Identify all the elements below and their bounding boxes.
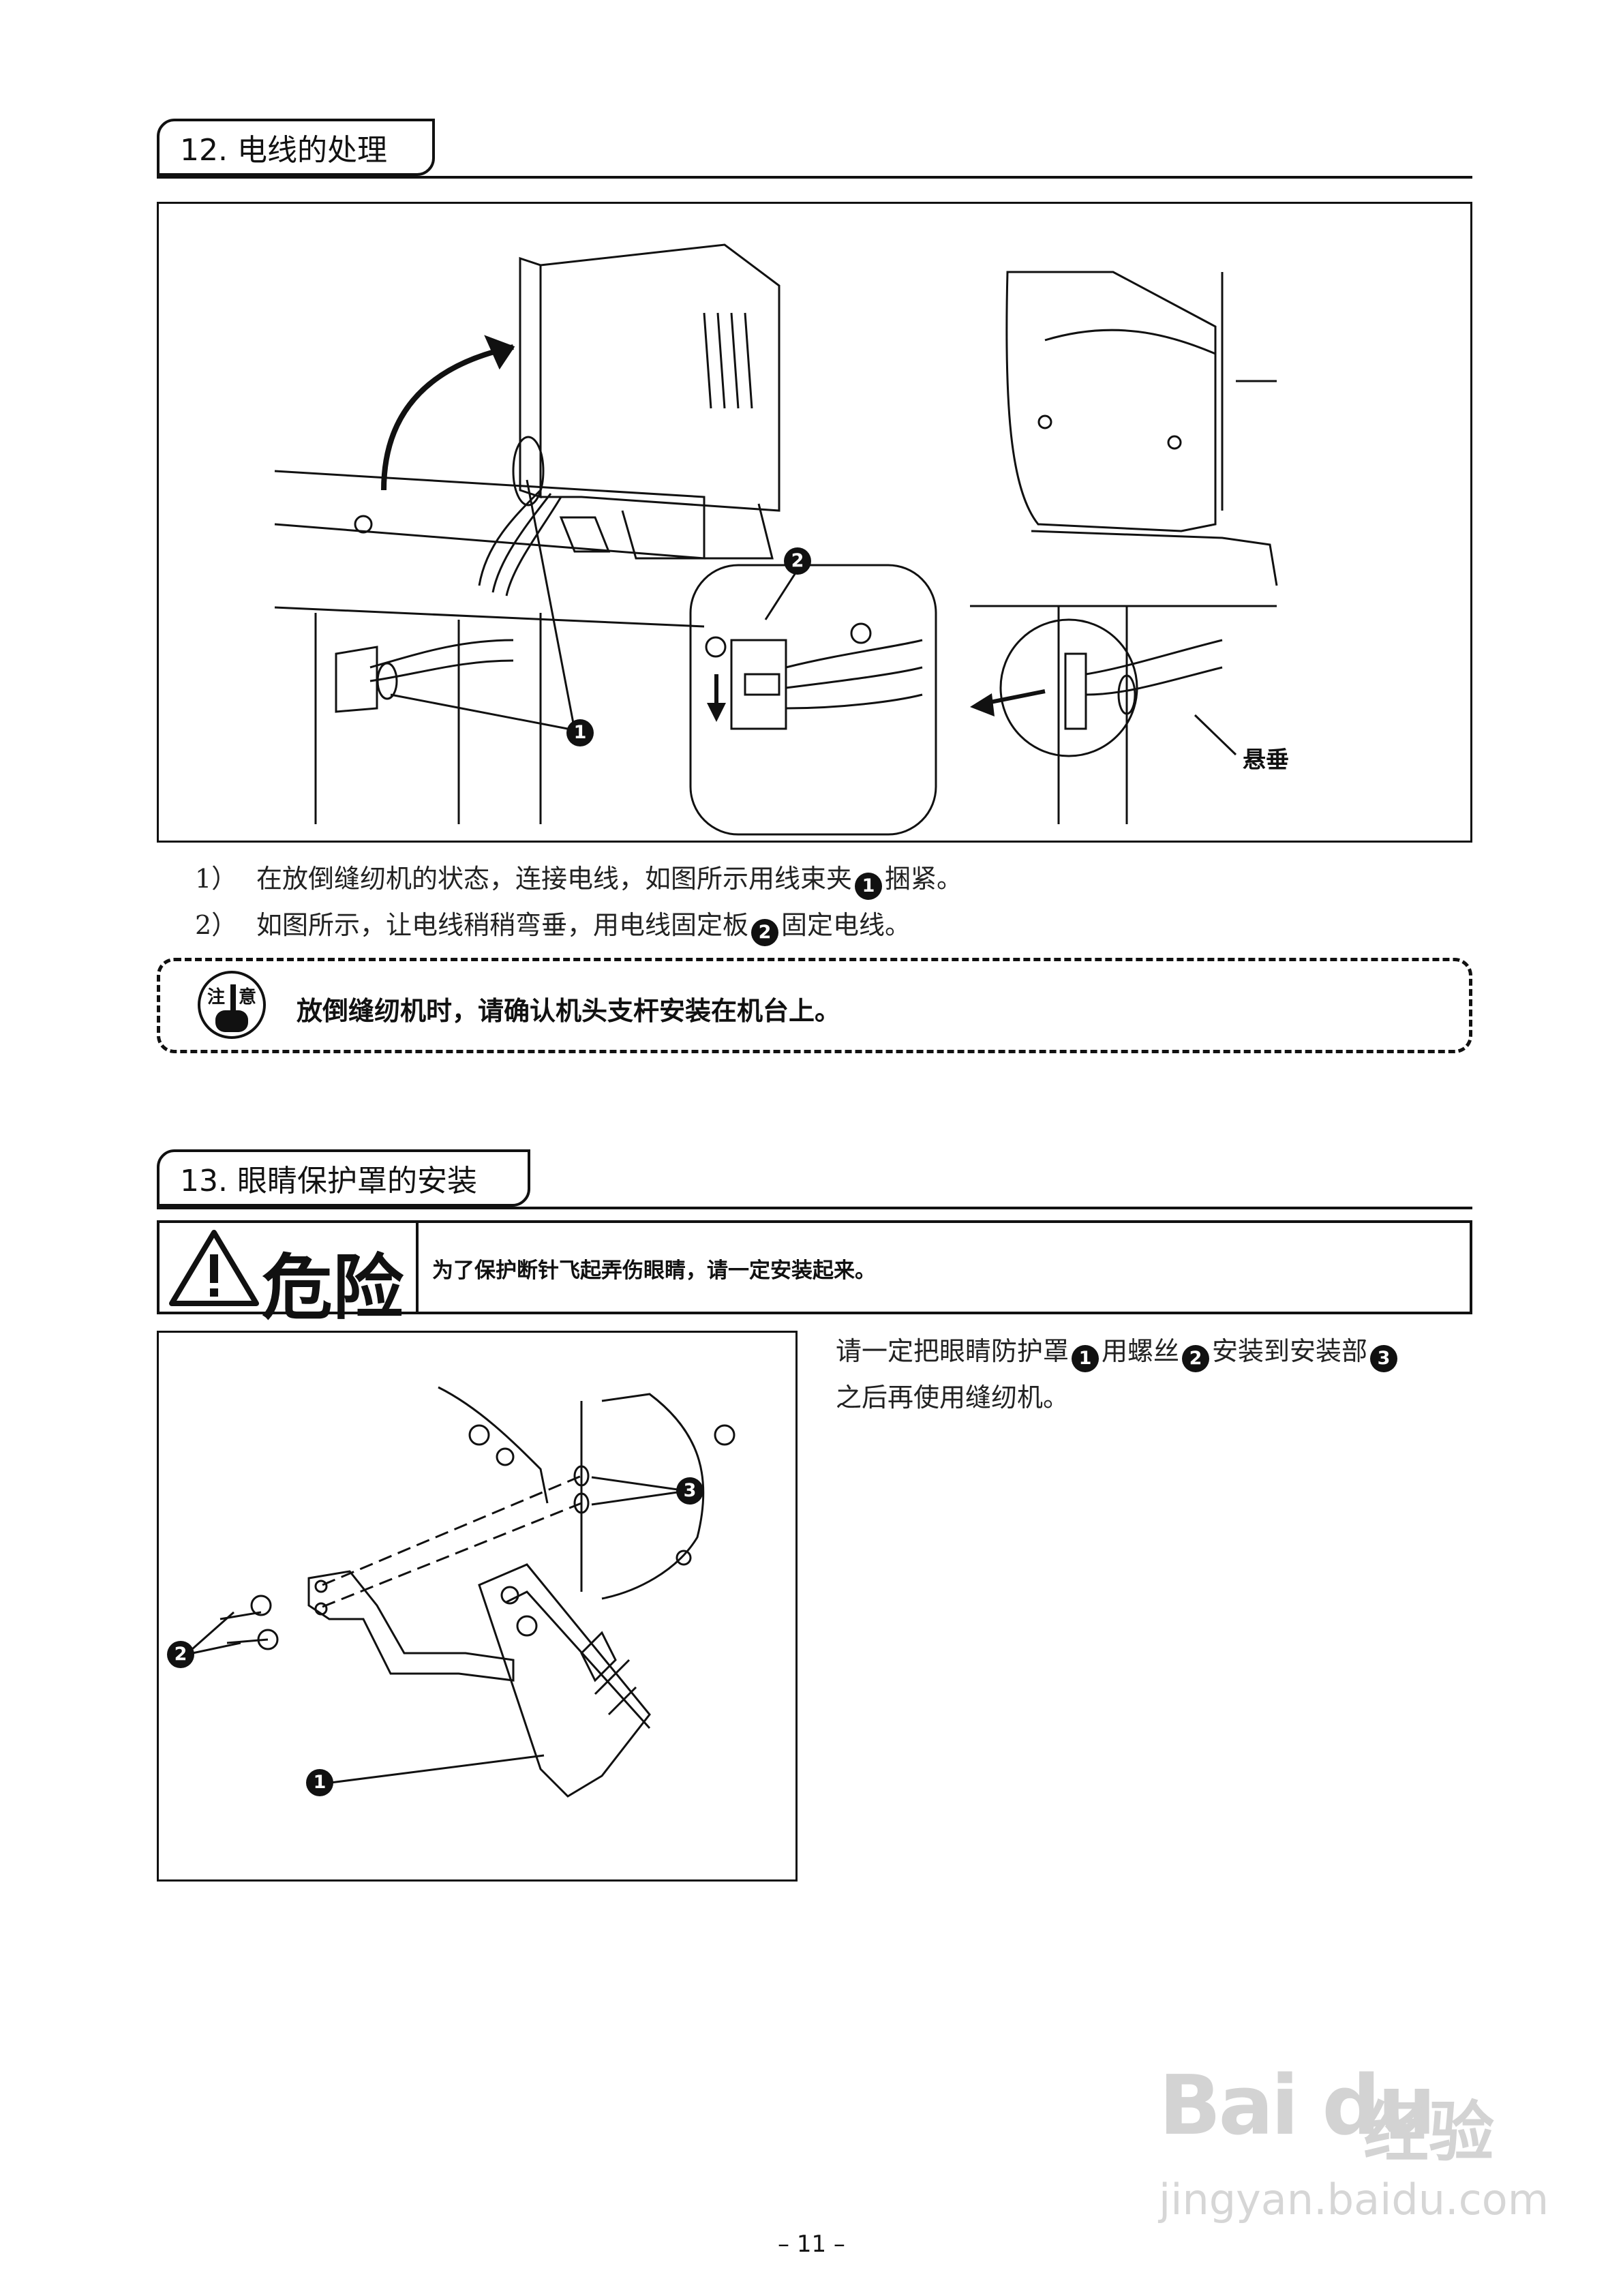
eye-guard-illustration <box>185 1386 735 1798</box>
down-arrow-icon <box>707 703 726 722</box>
watermark-cn: 经验 <box>1363 2094 1494 2171</box>
callout-3: 3 <box>1370 1345 1398 1372</box>
section-12-title: 12. 电线的处理 <box>157 119 435 176</box>
danger-text: 为了保护断针飞起弄伤眼睛，请一定安装起来。 <box>432 1258 876 1283</box>
callout-3: 3 <box>676 1477 703 1505</box>
cable-handling-figure: 1 2 悬垂 <box>157 202 1472 843</box>
eye-guard-figure: 2 3 1 <box>157 1331 798 1882</box>
callout-2: 2 <box>751 919 779 946</box>
watermark-url: jingyan.baidu.com <box>1159 2175 1549 2224</box>
watermark-logo: Bai du <box>1159 2059 1436 2154</box>
callout-1: 1 <box>1072 1345 1099 1372</box>
section-13-header: 13. 眼睛保护罩的安装 <box>157 1149 1472 1209</box>
callout-1: 1 <box>306 1769 333 1796</box>
danger-box: 危险 为了保护断针飞起弄伤眼睛，请一定安装起来。 <box>157 1220 1472 1329</box>
baidu-watermark: Bai du 经验 jingyan.baidu.com <box>1159 2059 1568 2250</box>
caution-box: 注 意 放倒缝纫机时，请确认机头支杆安装在机台上。 <box>157 958 1472 1053</box>
caution-icon: 注 意 <box>198 971 266 1039</box>
danger-word: 危险 <box>262 1246 404 1329</box>
hanging-label: 悬垂 <box>1243 746 1289 774</box>
callout-1: 1 <box>855 873 883 900</box>
caution-text: 放倒缝纫机时，请确认机头支杆安装在机台上。 <box>297 996 841 1026</box>
section-12-rule <box>157 176 1472 179</box>
section-13-rule <box>157 1207 1472 1209</box>
danger-label: 危险 <box>160 1223 419 1329</box>
section-13-title: 13. 眼睛保护罩的安装 <box>157 1149 530 1207</box>
page-number: – 11 – <box>778 2231 845 2258</box>
callout-2: 2 <box>1182 1345 1210 1372</box>
callout-2: 2 <box>784 547 811 575</box>
cable-handling-illustration <box>274 243 1278 836</box>
callout-1: 1 <box>566 719 594 746</box>
section-12-header: 12. 电线的处理 <box>157 119 1472 179</box>
callout-2: 2 <box>167 1641 194 1668</box>
warning-triangle-icon <box>169 1230 259 1306</box>
left-arrow-icon <box>970 693 995 716</box>
